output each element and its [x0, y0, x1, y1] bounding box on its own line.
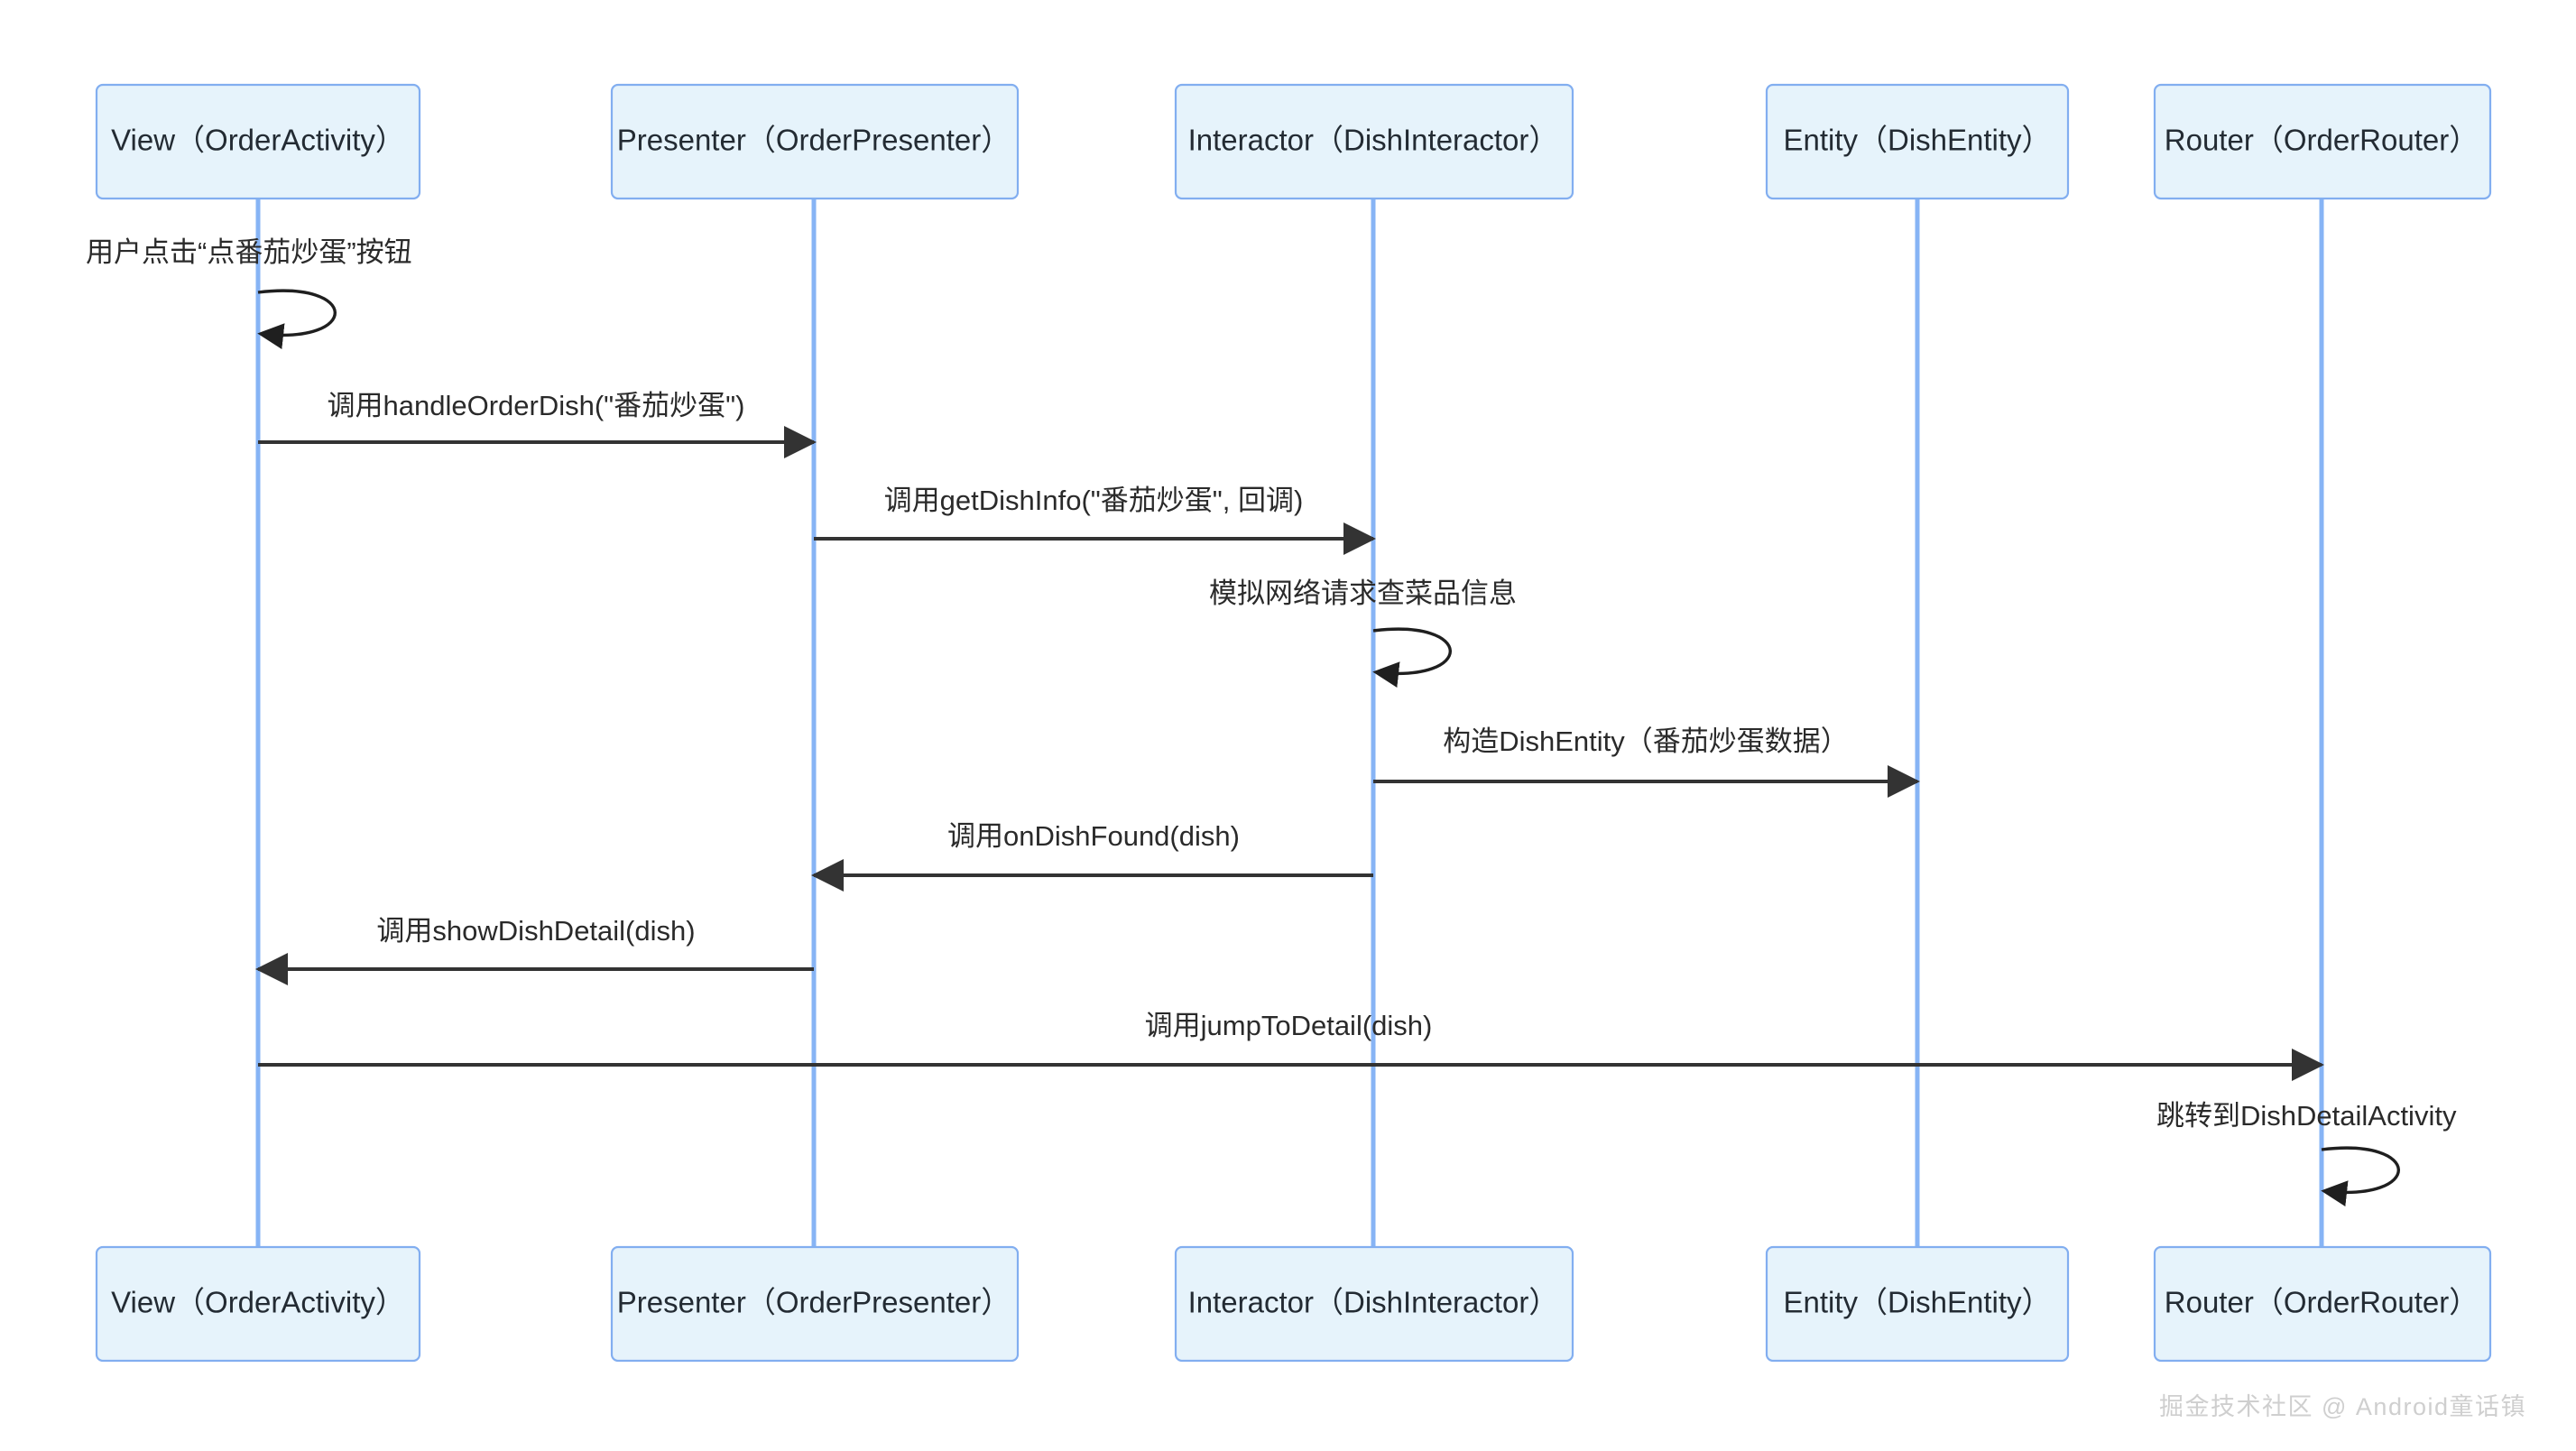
message-label-4: 模拟网络请求查菜品信息	[1209, 578, 1517, 609]
participant-box	[610, 83, 1020, 200]
participant-box	[1765, 1245, 2070, 1363]
participant-label-view: View（OrderActivity）	[111, 1286, 405, 1319]
participant-label-entity: Entity（DishEntity）	[1783, 124, 2051, 157]
self-message-arrow	[2321, 1146, 2400, 1206]
participant-view-top[interactable]: View（OrderActivity）	[95, 83, 421, 200]
participant-box	[95, 1245, 421, 1363]
participant-entity-top[interactable]: Entity（DishEntity）	[1765, 83, 2070, 200]
participant-box	[1174, 83, 1574, 200]
participant-box	[2153, 1245, 2492, 1363]
message-4-self[interactable]: 模拟网络请求查菜品信息	[1209, 578, 1517, 688]
participant-label-presenter: Presenter（OrderPresenter）	[617, 1286, 1011, 1319]
participant-interactor-bottom[interactable]: Interactor（DishInteractor）	[1174, 1245, 1574, 1363]
participant-router-bottom[interactable]: Router（OrderRouter）	[2153, 1245, 2492, 1363]
participant-box	[2153, 83, 2492, 200]
message-label-9: 跳转到DishDetailActivity	[2156, 1100, 2457, 1132]
participant-label-router: Router（OrderRouter）	[2165, 124, 2479, 157]
self-message-arrow	[1372, 627, 1452, 688]
message-3-call[interactable]: 调用getDishInfo("番茄炒蛋", 回调)	[814, 485, 1376, 555]
message-8-call[interactable]: 调用jumpToDetail(dish)	[258, 1010, 2324, 1081]
participant-box	[1174, 1245, 1574, 1363]
message-label-6: 调用onDishFound(dish)	[947, 820, 1240, 852]
participant-box	[610, 1245, 1020, 1363]
watermark: 掘金技术社区 @ Android童话镇	[2159, 1393, 2526, 1420]
participant-view-bottom[interactable]: View（OrderActivity）	[95, 1245, 421, 1363]
participant-boxes-top: View（OrderActivity） Presenter（OrderPresen…	[95, 83, 2492, 200]
participant-label-interactor: Interactor（DishInteractor）	[1188, 124, 1559, 157]
lifelines-group	[255, 199, 2324, 1247]
participant-box	[1765, 83, 2070, 200]
participant-presenter-bottom[interactable]: Presenter（OrderPresenter）	[610, 1245, 1020, 1363]
participant-box	[95, 83, 421, 200]
participant-presenter-top[interactable]: Presenter（OrderPresenter）	[610, 83, 1020, 200]
message-2-call[interactable]: 调用handleOrderDish("番茄炒蛋")	[258, 390, 817, 458]
message-7-return[interactable]: 调用showDishDetail(dish)	[255, 915, 814, 985]
message-label-5: 构造DishEntity（番茄炒蛋数据）	[1443, 726, 1849, 757]
self-message-arrow	[257, 289, 337, 349]
message-label-8: 调用jumpToDetail(dish)	[1145, 1010, 1433, 1041]
message-6-return[interactable]: 调用onDishFound(dish)	[811, 820, 1373, 892]
participant-label-presenter: Presenter（OrderPresenter）	[617, 124, 1011, 157]
participant-entity-bottom[interactable]: Entity（DishEntity）	[1765, 1245, 2070, 1363]
message-9-self[interactable]: 跳转到DishDetailActivity	[2156, 1100, 2457, 1206]
participant-interactor-top[interactable]: Interactor（DishInteractor）	[1174, 83, 1574, 200]
message-label-2: 调用handleOrderDish("番茄炒蛋")	[327, 390, 744, 421]
participant-router-top[interactable]: Router（OrderRouter）	[2153, 83, 2492, 200]
message-1-self[interactable]: 用户点击“点番茄炒蛋”按钮	[86, 236, 412, 349]
participant-boxes-bottom: View（OrderActivity） Presenter（OrderPresen…	[95, 1245, 2492, 1363]
message-label-1: 用户点击“点番茄炒蛋”按钮	[86, 236, 412, 268]
participant-label-interactor: Interactor（DishInteractor）	[1188, 1286, 1559, 1319]
message-label-3: 调用getDishInfo("番茄炒蛋", 回调)	[884, 485, 1304, 516]
message-label-7: 调用showDishDetail(dish)	[376, 915, 695, 947]
message-5-call[interactable]: 构造DishEntity（番茄炒蛋数据）	[1373, 726, 1920, 798]
participant-label-view: View（OrderActivity）	[111, 124, 405, 157]
participant-label-router: Router（OrderRouter）	[2165, 1286, 2479, 1319]
participant-label-entity: Entity（DishEntity）	[1783, 1286, 2051, 1319]
